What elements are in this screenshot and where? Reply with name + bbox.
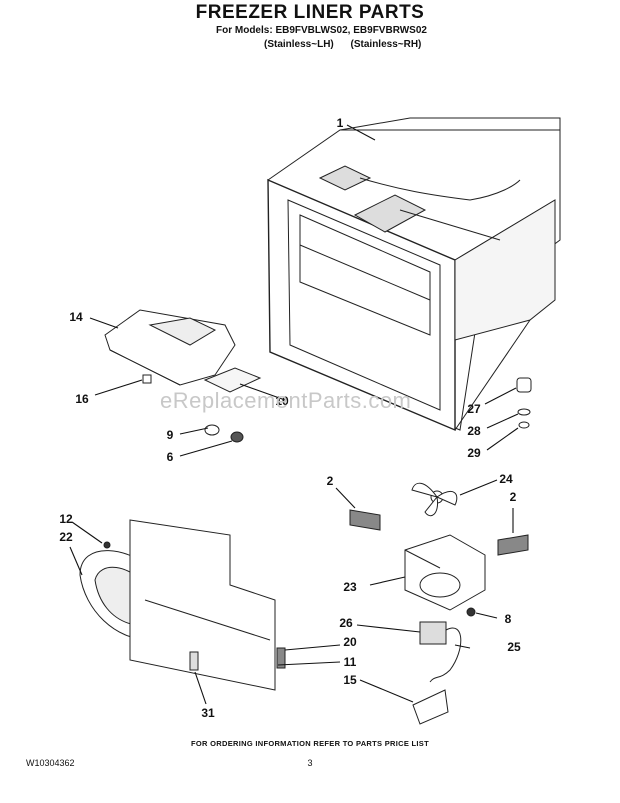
callout-27: 27 <box>467 402 481 416</box>
bulb-part <box>204 424 220 436</box>
callout-1: 1 <box>336 116 344 130</box>
duct-cover <box>104 309 236 386</box>
callout-14: 14 <box>69 310 83 324</box>
freezer-liner <box>267 117 561 432</box>
model-numbers: For Models: EB9FVBLWS02, EB9FVBRWS02 <box>216 25 427 36</box>
callout-8: 8 <box>504 612 512 626</box>
gasket-pad <box>203 367 262 393</box>
fan-housing <box>404 534 486 611</box>
foam-strip <box>276 647 286 669</box>
variant-lh: (Stainless~LH) <box>264 39 334 50</box>
callout-6: 6 <box>166 450 174 464</box>
washer-part <box>517 408 531 416</box>
page-title: FREEZER LINER PARTS <box>195 2 425 23</box>
ordering-note: FOR ORDERING INFORMATION REFER TO PARTS … <box>191 739 429 748</box>
thermistor-part <box>189 651 199 671</box>
callout-2-right: 2 <box>509 490 517 504</box>
screw-small <box>103 541 111 549</box>
document-number: W10304362 <box>26 758 75 768</box>
watermark-text: eReplacementParts.com <box>160 388 412 413</box>
callout-22: 22 <box>59 530 73 544</box>
callout-28: 28 <box>467 424 481 438</box>
model-variants: (Stainless~LH) (Stainless~RH) <box>264 39 435 50</box>
screw-part <box>466 607 476 617</box>
callout-29: 29 <box>467 446 481 460</box>
callout-16: 16 <box>75 392 89 406</box>
callout-26: 26 <box>339 616 353 630</box>
callout-11: 11 <box>343 655 357 669</box>
callout-2-left: 2 <box>326 474 334 488</box>
socket-part <box>230 431 244 443</box>
callout-24: 24 <box>499 472 513 486</box>
callout-12: 12 <box>59 512 73 526</box>
variant-rh: (Stainless~RH) <box>350 39 422 50</box>
motor-wire <box>429 627 462 683</box>
callout-31: 31 <box>201 706 215 720</box>
fan-blade <box>411 482 458 517</box>
fan-motor <box>419 621 447 645</box>
callout-20: 20 <box>343 635 357 649</box>
motor-bracket <box>412 689 449 725</box>
callout-25: 25 <box>507 640 521 654</box>
callout-23: 23 <box>343 580 357 594</box>
page-number: 3 <box>307 758 313 768</box>
insulation-pad-left <box>349 509 381 531</box>
insulation-pad-right <box>497 534 529 556</box>
callout-10: 10 <box>275 394 289 408</box>
grommet-part <box>516 377 532 393</box>
callout-15: 15 <box>343 673 357 687</box>
rear-panel <box>129 519 276 691</box>
callout-9: 9 <box>166 428 174 442</box>
ring-part <box>518 421 530 429</box>
clip-part <box>142 374 152 384</box>
